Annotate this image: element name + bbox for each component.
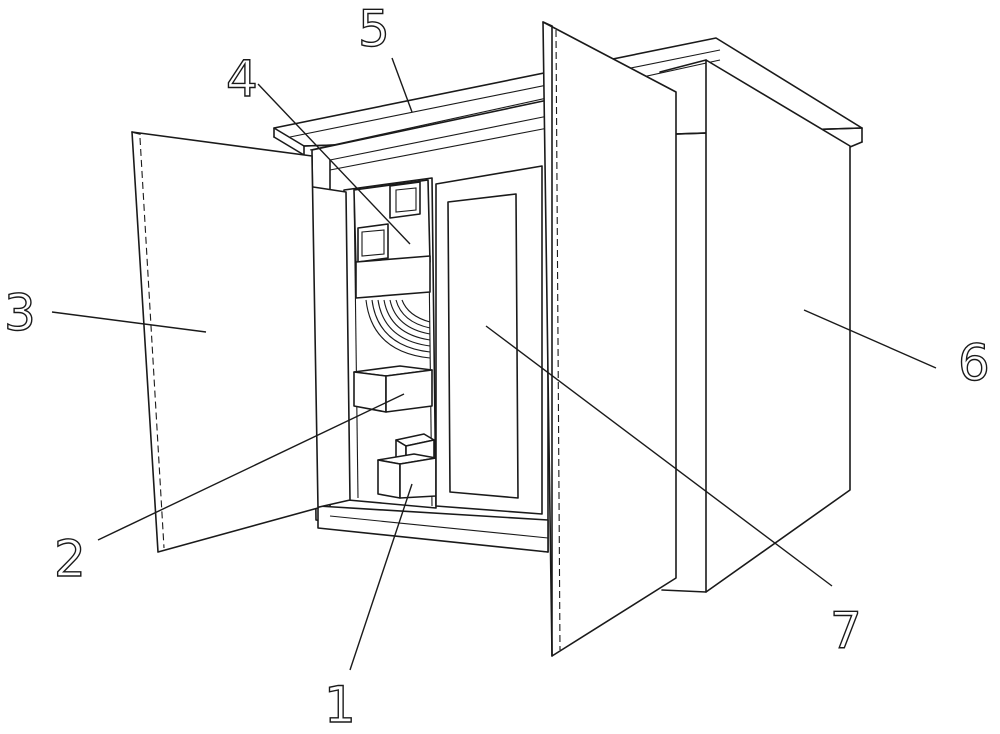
label-2: 2 bbox=[54, 530, 86, 588]
leader-3 bbox=[51, 311, 207, 333]
label-3: 3 bbox=[4, 284, 36, 342]
label-6: 6 bbox=[958, 334, 990, 392]
part-labels: 1 2 3 4 5 6 7 bbox=[3, 0, 990, 734]
upper-box-compartment bbox=[353, 179, 431, 299]
label-1: 1 bbox=[324, 676, 356, 734]
small-box-lower bbox=[377, 433, 437, 499]
middle-shelf-box bbox=[353, 365, 433, 413]
label-7: 7 bbox=[830, 602, 862, 660]
leader-4 bbox=[257, 83, 411, 245]
leader-7 bbox=[485, 325, 833, 587]
right-door bbox=[542, 21, 677, 657]
leader-6 bbox=[803, 309, 937, 369]
leader-1 bbox=[349, 483, 413, 671]
cable-coil bbox=[365, 299, 431, 359]
leader-lines bbox=[51, 57, 937, 671]
cabinet-side-wall bbox=[659, 59, 851, 593]
left-outer-door bbox=[131, 131, 319, 553]
leader-2 bbox=[97, 393, 405, 541]
inner-panel bbox=[435, 165, 543, 515]
leader-5 bbox=[391, 57, 413, 113]
label-4: 4 bbox=[226, 50, 258, 108]
label-5: 5 bbox=[358, 0, 390, 58]
